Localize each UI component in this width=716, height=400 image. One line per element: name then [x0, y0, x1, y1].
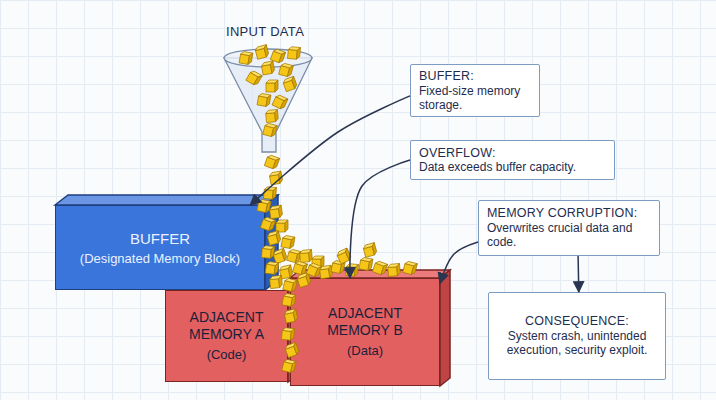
data-cube	[331, 260, 345, 274]
data-cube	[266, 80, 278, 92]
data-cube	[276, 220, 288, 232]
block-subtitle: (Data)	[347, 343, 383, 359]
funnel-body	[224, 58, 312, 152]
callout-heading: BUFFER:	[419, 69, 531, 84]
callout-arrow	[350, 160, 410, 278]
data-cube	[387, 263, 400, 276]
data-cube	[263, 186, 276, 199]
callout-body: Fixed-size memory storage.	[419, 84, 531, 112]
data-cube	[359, 257, 373, 271]
data-cube	[363, 243, 378, 258]
callout-heading: CONSEQUENCE:	[525, 314, 629, 329]
data-cube	[403, 261, 418, 276]
data-cube	[255, 45, 270, 60]
buffer-block: BUFFER (Designated Memory Block)	[55, 205, 265, 290]
data-cube	[282, 76, 297, 91]
callout-box: BUFFER:Fixed-size memory storage.	[410, 64, 540, 117]
data-cube	[281, 235, 295, 249]
data-cube	[265, 261, 279, 275]
data-cube	[267, 231, 282, 246]
block-subtitle: (Code)	[207, 347, 247, 363]
callout-box: CONSEQUENCE:System crash, unintended exe…	[488, 292, 666, 380]
data-cube	[272, 94, 288, 110]
block-subtitle: (Designated Memory Block)	[80, 251, 240, 266]
memory-top-face	[290, 270, 450, 278]
data-cube	[257, 93, 271, 107]
data-cube	[264, 154, 279, 169]
data-cube	[287, 46, 300, 59]
data-cube	[239, 51, 253, 65]
data-cube	[269, 205, 283, 219]
callout-box: MEMORY CORRUPTION:Overwrites crucial dat…	[478, 200, 660, 256]
memory-block: ADJACENT MEMORY B (Data)	[290, 278, 440, 386]
callout-body: Data exceeds buffer capacity.	[419, 160, 606, 174]
data-cube	[279, 265, 293, 279]
data-cube	[272, 248, 287, 263]
data-cube	[345, 263, 358, 276]
callout-arrow	[440, 242, 478, 283]
callout-body: System crash, unintended execution, secu…	[497, 329, 657, 357]
callout-box: OVERFLOW:Data exceeds buffer capacity.	[410, 140, 615, 180]
memory-block: ADJACENT MEMORY A (Code)	[165, 290, 288, 382]
data-cube	[261, 61, 275, 75]
data-cube	[336, 248, 352, 264]
data-cube	[265, 109, 278, 122]
callout-heading: OVERFLOW:	[419, 146, 606, 161]
callout-heading: MEMORY CORRUPTION:	[487, 206, 651, 221]
data-cube	[263, 123, 278, 138]
data-cube	[299, 249, 312, 262]
data-cube	[246, 70, 262, 86]
input-label: INPUT DATA	[226, 24, 304, 39]
block-title: BUFFER	[130, 230, 190, 247]
data-cube	[269, 275, 282, 288]
data-cube	[270, 48, 285, 63]
block-title: ADJACENT MEMORY B	[309, 305, 421, 340]
block-title: ADJACENT MEMORY A	[176, 309, 277, 344]
data-cube	[287, 249, 302, 264]
buffer-side-face	[265, 195, 278, 290]
callout-arrow	[250, 96, 410, 205]
data-cube	[292, 260, 307, 275]
memory-side-face	[440, 270, 450, 386]
data-cube	[312, 256, 324, 268]
funnel-rim	[224, 49, 312, 67]
data-cube	[319, 265, 333, 279]
data-cube	[306, 262, 322, 278]
data-cube	[269, 171, 283, 185]
callout-arrow	[577, 256, 579, 292]
buffer-top-face	[55, 195, 278, 205]
data-cube	[372, 260, 387, 275]
callout-body: Overwrites crucial data and code.	[487, 221, 651, 249]
data-cube	[279, 63, 294, 78]
